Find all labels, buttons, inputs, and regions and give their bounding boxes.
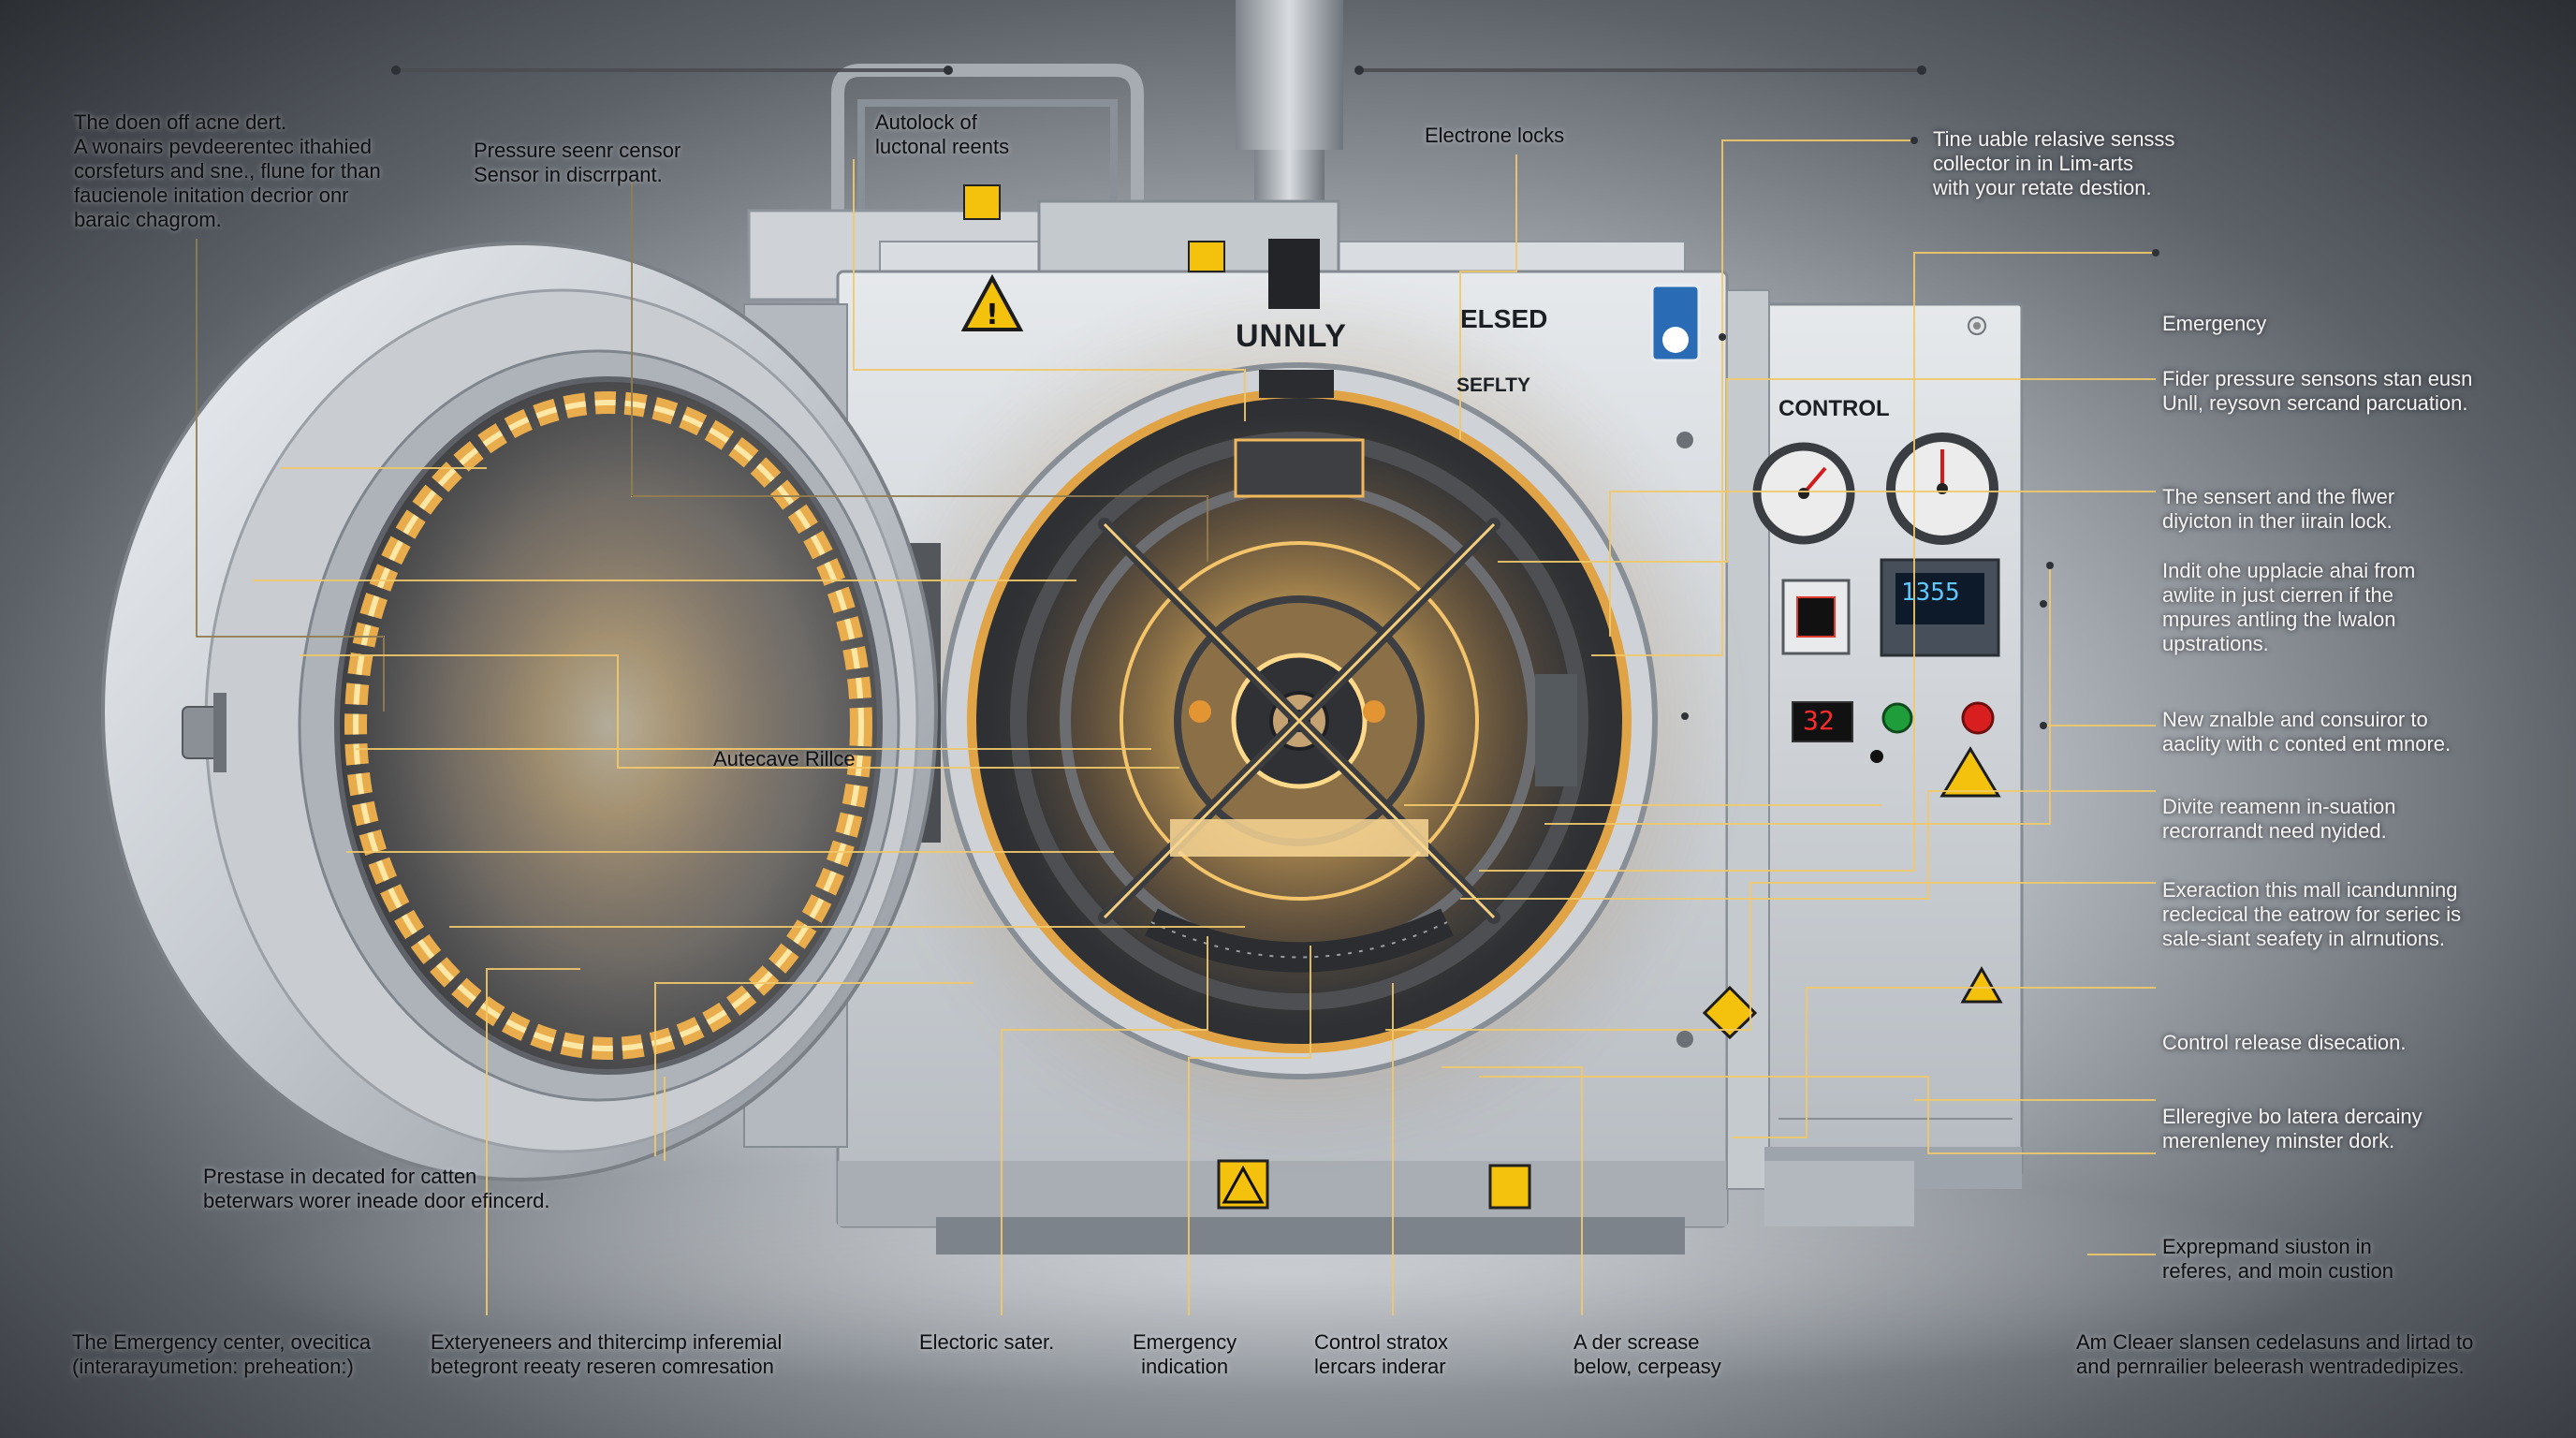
machine-main-label: UNNLY [1236,318,1347,354]
machine-safety-label: SEFLTY [1456,374,1530,396]
callout-emergency: Emergency [2162,312,2267,335]
callout-bottom-emergency-center: The Emergency center, ovecitica(interara… [72,1330,372,1378]
control-panel-label: CONTROL [1778,396,1890,421]
lcd-display-value: 1355 [1901,579,1960,607]
red-display-value: 32 [1803,705,1835,736]
warning-sign-panel [1702,746,2003,1040]
callout-leader-lines [196,68,2156,1315]
bent-pipe [831,64,1144,281]
callout-top-left: The doen off acne dert.A wonairs pevdeer… [74,110,381,231]
autoclave-panel-text: Autecave Rillce [713,747,856,770]
callout-electrone-locks: Electrone locks [1425,124,1565,147]
callout-control-release: Control release disecation. [2162,1031,2407,1054]
pressure-gauge-right [1886,433,1998,545]
svg-text:!: ! [986,299,999,331]
top-exhaust-pipe [1236,0,1343,150]
green-indicator-light [1881,702,1913,734]
pressure-gauge-left [1752,442,1855,545]
callout-bottom-cleaer: Am Cleaer slansen cedelasuns and lirtad … [2076,1330,2474,1378]
warning-sign-bottom-left [1217,1159,1269,1210]
warning-sign-bottom-right [1488,1164,1531,1210]
warning-sign-funnel [1188,241,1225,272]
callout-bottom-electoric: Electoric sater. [919,1330,1055,1354]
machine-elsed-label: ELSED [1460,304,1548,333]
warning-sign-lid [963,184,1001,220]
red-display [1792,701,1853,742]
warning-sign-top: ! [960,273,1024,331]
callout-endpoints [391,66,2159,729]
top-lock-block [1268,239,1320,309]
red-emergency-button[interactable] [1961,701,1995,735]
